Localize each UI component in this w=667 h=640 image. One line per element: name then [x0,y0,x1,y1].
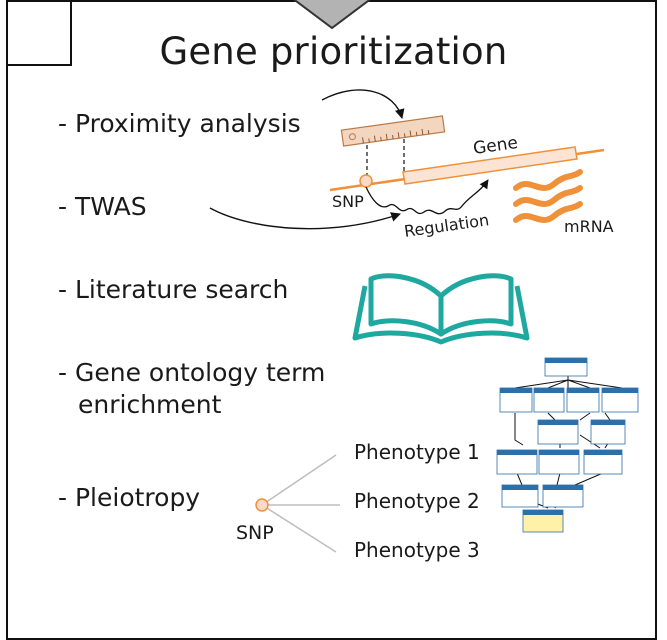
regulation-label: Regulation [403,210,490,241]
method-go: - Gene ontology term enrichment [58,357,325,421]
pleiotropy-snp-dot [255,498,269,512]
method-literature: - Literature search [58,275,289,304]
mrna-label: mRNA [564,217,614,236]
mrna-icon [513,169,583,223]
snp-dot [359,174,373,188]
gene-block [402,146,578,185]
proximity-arrow [321,89,405,119]
method-go-line2: enrichment [78,390,222,419]
page-title: Gene prioritization [159,30,508,73]
method-go-line1: - Gene ontology term [58,358,326,387]
method-proximity: - Proximity analysis [58,109,301,138]
pleiotropy-snp-label: SNP [236,522,274,544]
method-twas: - TWAS [58,192,147,221]
corner-box [6,0,72,66]
gene-label: Gene [472,133,519,159]
phenotype-1-label: Phenotype 1 [354,440,480,464]
regulation-arrow [365,179,489,215]
phenotype-3-label: Phenotype 3 [354,538,480,562]
twas-arrow [209,207,401,230]
phenotype-2-label: Phenotype 2 [354,489,480,513]
pleiotropy-diagram: SNP Phenotype 1 Phenotype 2 Phenotype 3 [236,440,480,562]
illustrations: Gene SNP Regulation mRNA [209,89,639,562]
snp-label: SNP [332,192,364,211]
proximity-diagram: Gene SNP Regulation mRNA [209,89,614,241]
book-icon [352,273,530,345]
down-arrow-icon [293,0,371,30]
method-pleiotropy: - Pleiotropy [58,483,201,512]
ruler-icon [340,115,446,147]
go-nodes [496,357,639,533]
